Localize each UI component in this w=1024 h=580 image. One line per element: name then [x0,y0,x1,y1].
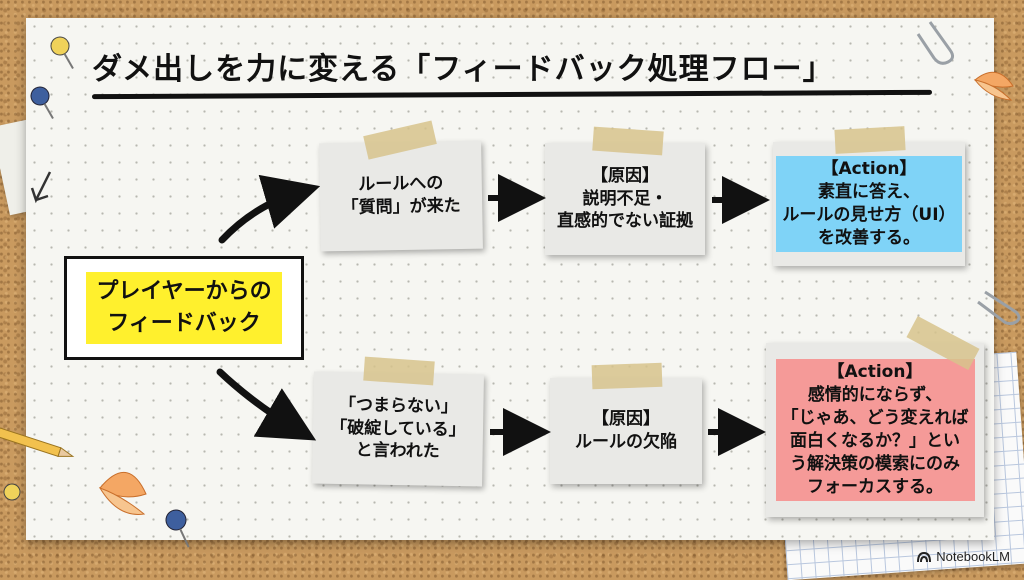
page-title: ダメ出しを力に変える「フィードバック処理フロー」 [92,52,834,87]
brand-label: NotebookLM [936,549,1010,564]
notebooklm-icon [917,551,932,562]
cause-card-question: 【原因】 説明不足・ 直感的でない証拠 [545,126,705,255]
cause-text: 【原因】 ルールの欠陥 [575,409,677,452]
branch-arrow-up [218,174,321,244]
tape-strip [592,126,664,156]
tape-strip [834,126,906,154]
action-text: 【Action】 素直に答え、 ルールの見せ方（UI） を改善する。 [776,156,962,252]
tape-strip [591,362,663,390]
dotted-paper-sheet [26,18,994,540]
notebooklm-logo: NotebookLM [917,549,1010,564]
source-box: プレイヤーからの フィードバック [64,256,304,360]
branch-arrow-down [216,368,317,441]
action-card-question: 【Action】 素直に答え、 ルールの見せ方（UI） を改善する。 [773,126,965,266]
source-label: プレイヤーからの フィードバック [86,272,282,344]
cause-text: 【原因】 説明不足・ 直感的でない証拠 [557,165,693,232]
pushpin-icon [50,36,74,70]
paperclip-icon [977,290,1021,326]
action-card-criticism: 【Action】 感情的にならず、 「じゃあ、どう変えれば 面白くなるか？」とい… [766,315,984,517]
cause-card-criticism: 【原因】 ルールの欠陥 [550,362,702,484]
pushpin-icon [30,86,54,120]
pencil-shaving-icon [973,71,1014,101]
pushpin-icon [3,483,21,501]
doodle-arrow-icon [30,171,52,204]
paperclip-icon [916,21,955,65]
pencil-shaving-icon [98,471,147,515]
pushpin-icon [165,509,190,548]
pencil-icon [0,427,75,457]
action-text: 【Action】 感情的にならず、 「じゃあ、どう変えれば 面白くなるか？」とい… [775,359,975,501]
